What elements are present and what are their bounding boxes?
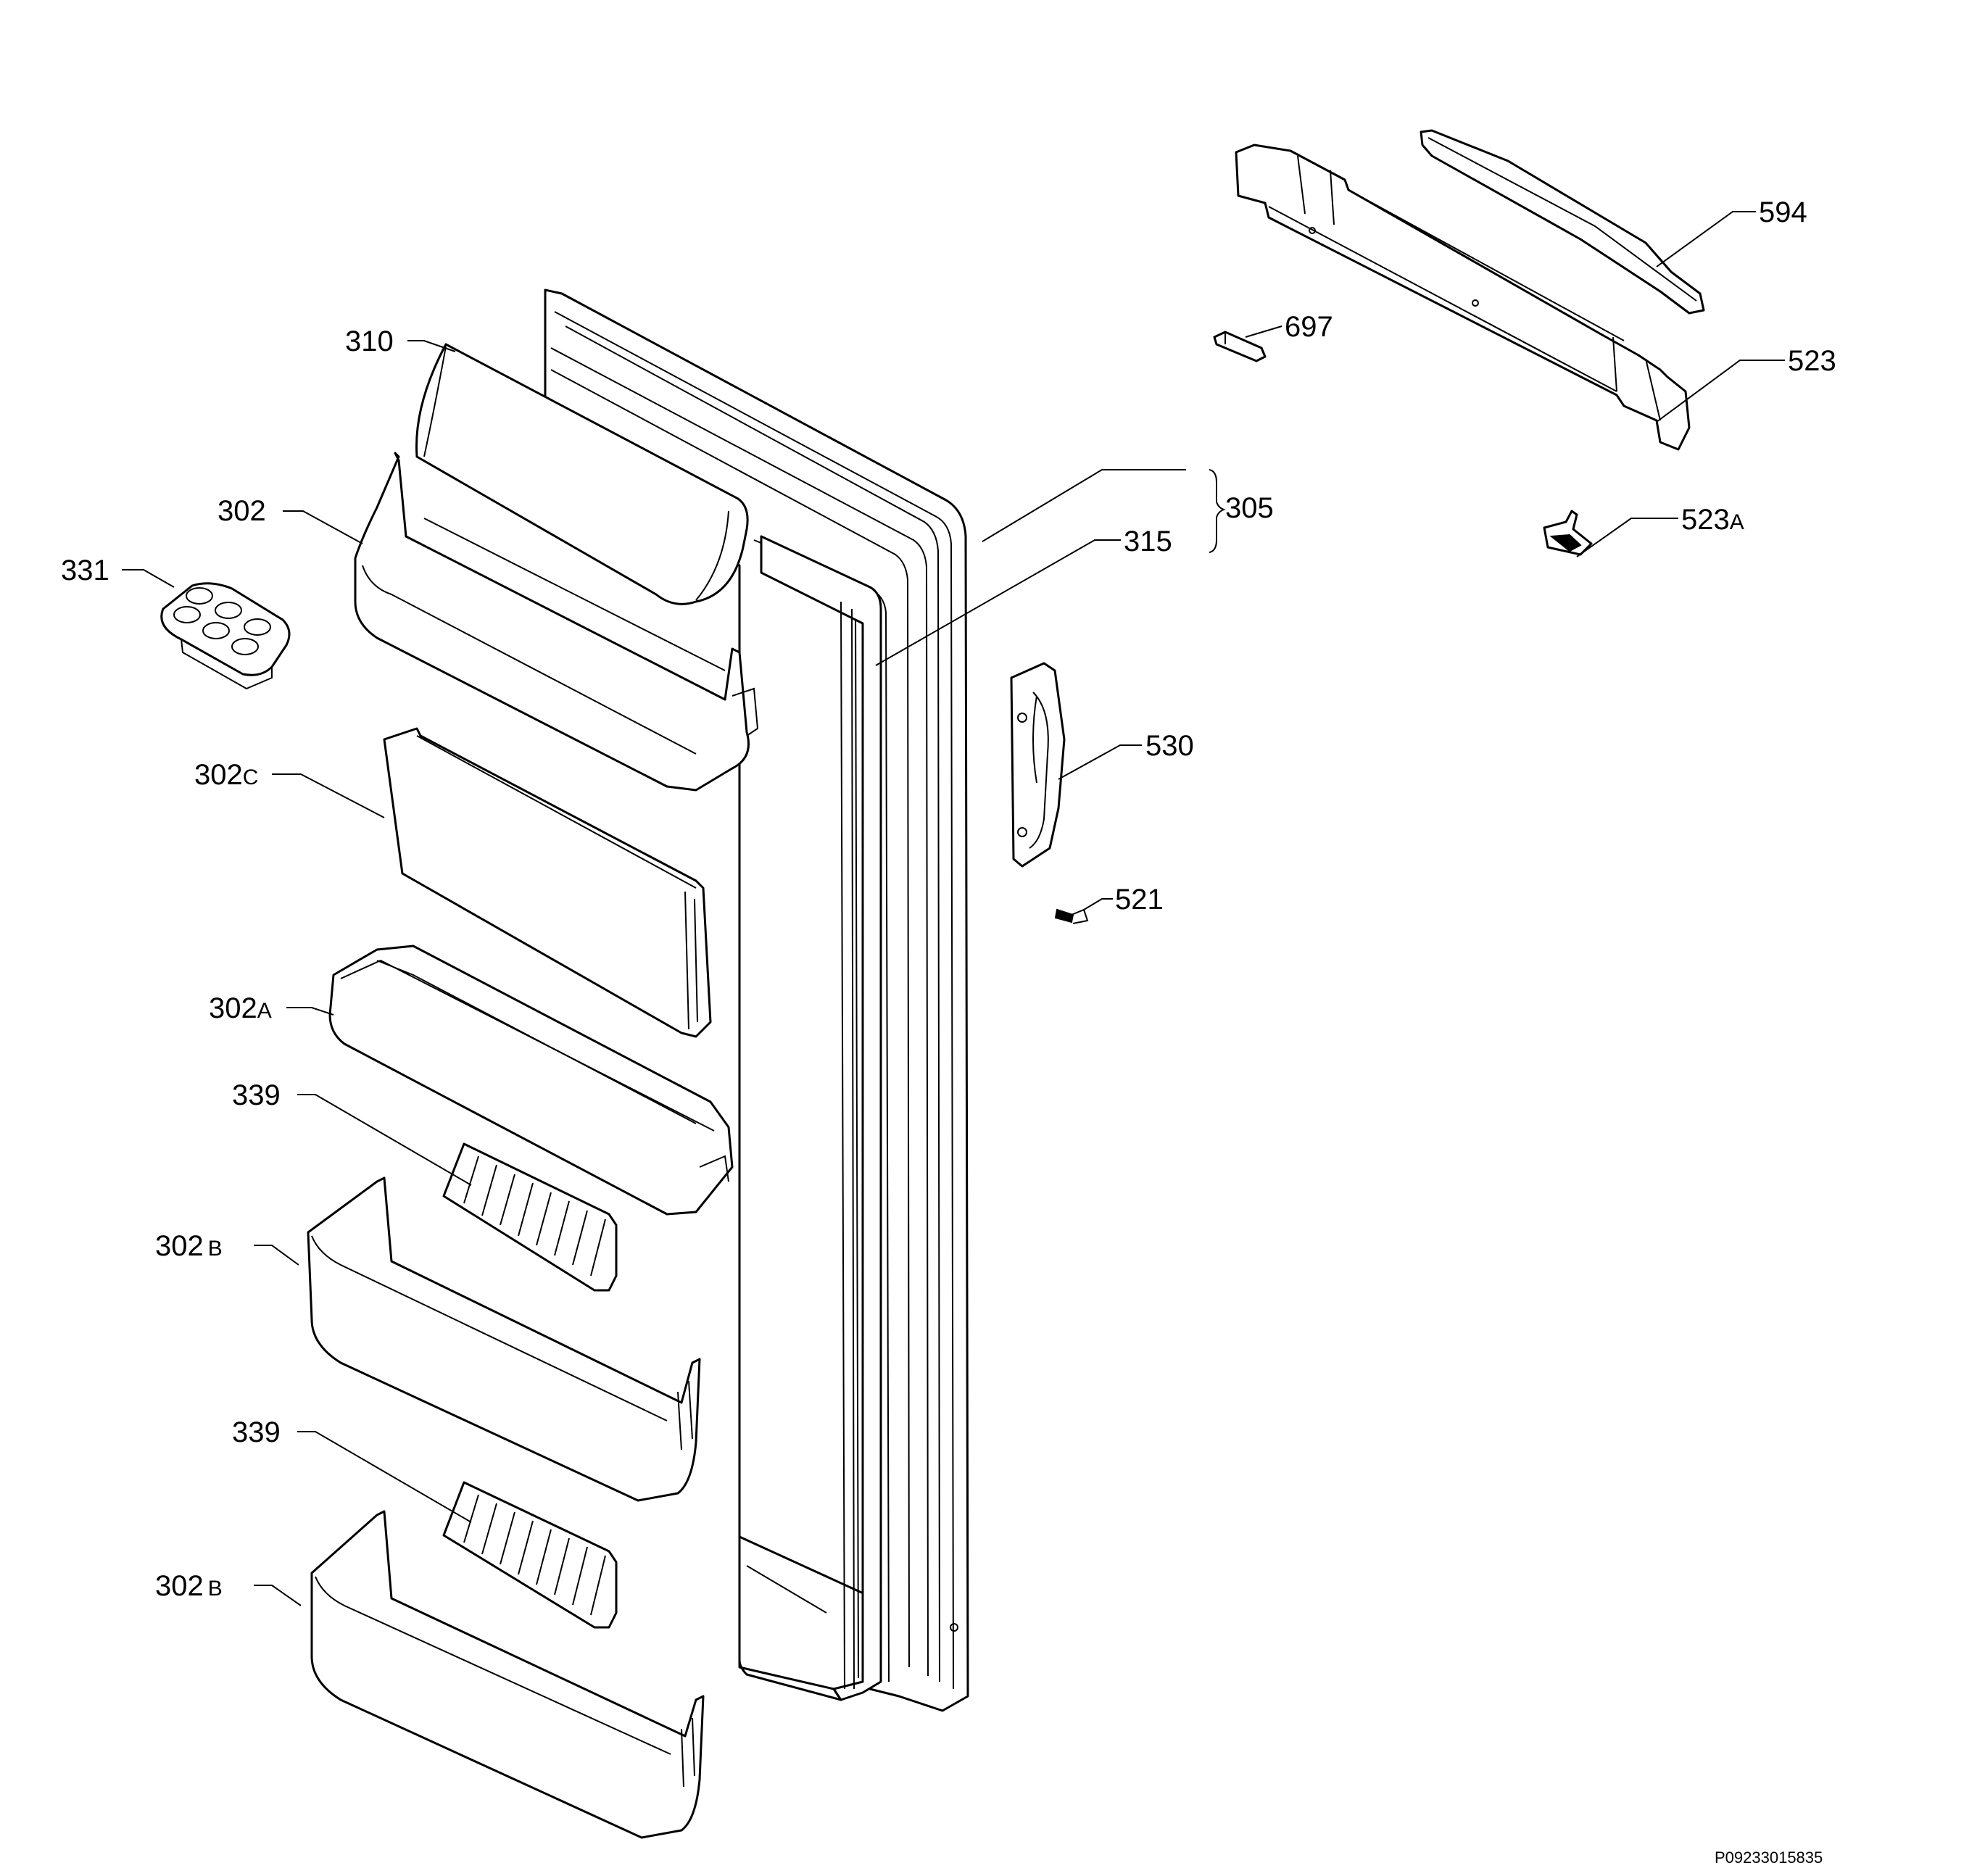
top-trim-strip: [1420, 129, 1705, 315]
bottle-rack-339-upper: [442, 1142, 618, 1292]
label-339-upper: 339: [232, 1079, 281, 1111]
reference-code: P09233015835: [1715, 1848, 1823, 1867]
door-shelf-302b-lower: [310, 1510, 705, 1839]
door-shelf-302: [354, 452, 759, 792]
screw: [1054, 908, 1089, 924]
label-331: 331: [61, 555, 109, 586]
top-cover: [1235, 144, 1691, 451]
door-handle: [1010, 662, 1066, 868]
leader-lines: [122, 211, 1785, 1606]
door-shelf-302b-upper: [307, 1176, 701, 1502]
label-530: 530: [1145, 730, 1194, 762]
label-315: 315: [1124, 526, 1172, 557]
cover-bracket: [1543, 510, 1593, 556]
label-697: 697: [1285, 311, 1333, 343]
label-310: 310: [345, 325, 394, 357]
label-339-lower: 339: [232, 1416, 281, 1448]
door-gasket: [760, 535, 882, 1701]
door-cover-302c: [383, 727, 712, 1038]
label-521: 521: [1115, 884, 1164, 916]
label-302c: 302C: [194, 759, 258, 791]
label-523a: 523A: [1681, 504, 1744, 536]
label-523: 523: [1788, 345, 1836, 377]
label-302a: 302A: [209, 992, 272, 1024]
bottle-rack-339-lower: [442, 1481, 618, 1629]
label-594: 594: [1759, 196, 1807, 228]
egg-tray: [160, 582, 291, 690]
label-305: 305: [1225, 492, 1274, 524]
callout-labels: 594 697 523 523A 305 315 310 302 331 302…: [61, 196, 1836, 1867]
dairy-flap: [415, 343, 749, 605]
label-302: 302: [217, 495, 266, 527]
clip: [1213, 331, 1267, 362]
door-shelf-302a: [328, 945, 734, 1216]
